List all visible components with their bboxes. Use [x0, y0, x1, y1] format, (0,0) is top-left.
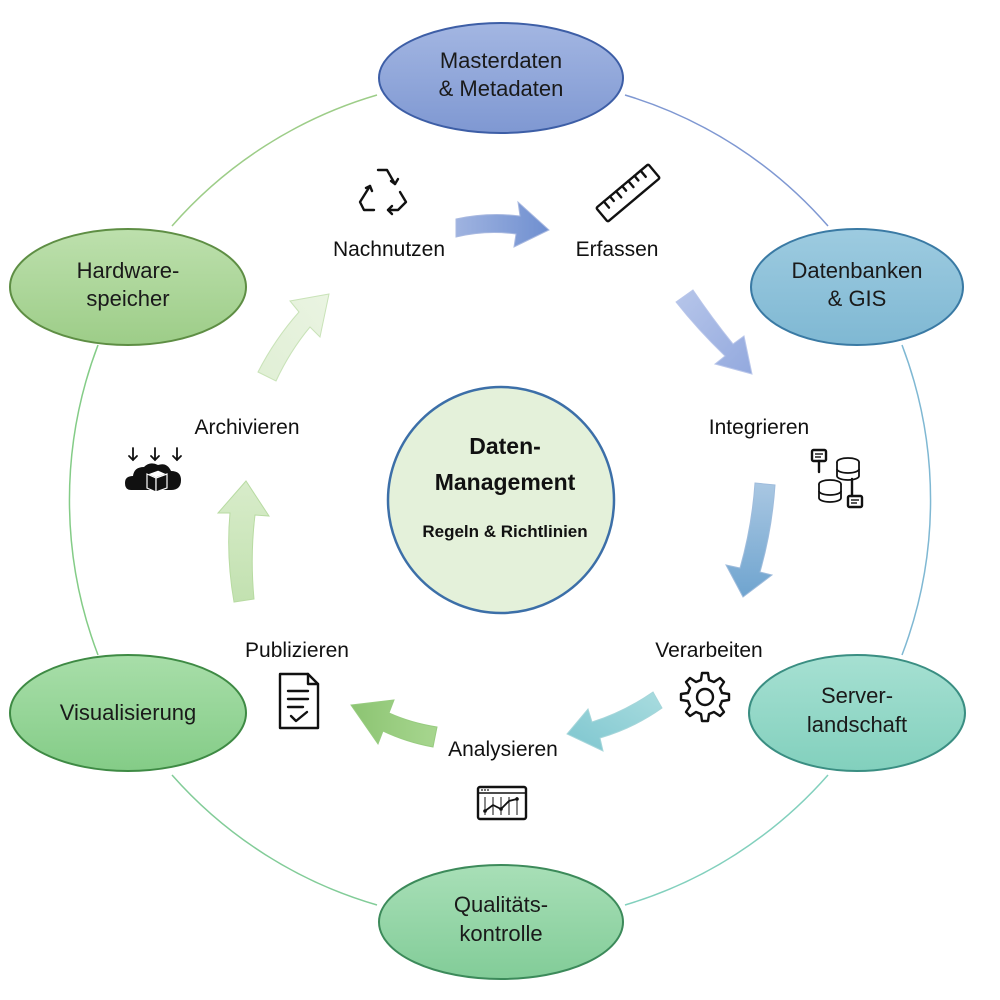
step-integrieren[interactable]: Integrieren: [709, 416, 809, 439]
node-qualitaet[interactable]: Qualitäts- kontrolle: [378, 864, 624, 980]
cloud-archive-icon: [125, 447, 182, 493]
node-qualitaet-line2: kontrolle: [459, 921, 542, 946]
ring-segment-master-db: [624, 94, 829, 227]
document-check-icon: [278, 672, 320, 730]
center-subtitle: Regeln & Richtlinien: [422, 522, 587, 541]
ring-segment-hw-master: [171, 94, 378, 227]
node-datenbanken-line2: & GIS: [828, 286, 887, 311]
step-erfassen[interactable]: Erfassen: [576, 238, 659, 261]
arrow-publizieren-archivieren: [216, 480, 270, 603]
ring-segment-db-server: [901, 344, 932, 656]
arrow-erfassen-integrieren: [675, 289, 753, 375]
step-erfassen-label: Erfassen: [576, 238, 659, 261]
node-masterdaten[interactable]: Masterdaten & Metadaten: [378, 22, 624, 134]
ring-segment-server-qual: [624, 774, 829, 906]
ruler-icon: [595, 163, 661, 223]
arrow-nachnutzen-erfassen: [455, 200, 550, 248]
step-analysieren[interactable]: Analysieren: [448, 738, 558, 761]
ring-segment-qual-vis: [171, 774, 378, 906]
cycle-arrows: [216, 200, 776, 752]
database-icon: [810, 448, 864, 509]
node-datenbanken-line1: Datenbanken: [792, 258, 923, 283]
center-node[interactable]: Daten- Management Regeln & Richtlinien: [386, 385, 616, 615]
node-hardware[interactable]: Hardware- speicher: [9, 228, 247, 346]
node-hardware-line2: speicher: [86, 286, 169, 311]
step-archivieren[interactable]: Archivieren: [194, 416, 299, 439]
node-server[interactable]: Server- landschaft: [748, 654, 966, 772]
node-visualisierung[interactable]: Visualisierung: [9, 654, 247, 772]
node-datenbanken[interactable]: Datenbanken & GIS: [750, 228, 964, 346]
node-masterdaten-line1: Masterdaten: [440, 48, 562, 73]
node-hardware-line1: Hardware-: [77, 258, 180, 283]
node-visualisierung-line1: Visualisierung: [60, 700, 197, 725]
ring-segment-vis-hw: [68, 344, 99, 656]
arrow-analysieren-publizieren: [350, 699, 438, 748]
step-verarbeiten[interactable]: Verarbeiten: [655, 639, 762, 662]
arrow-archivieren-nachnutzen: [257, 293, 330, 382]
step-nachnutzen[interactable]: Nachnutzen: [333, 238, 445, 261]
step-nachnutzen-label: Nachnutzen: [333, 238, 445, 261]
recycle-icon: [358, 168, 408, 216]
center-title-line2: Management: [435, 469, 576, 495]
center-title-line1: Daten-: [469, 433, 541, 459]
node-qualitaet-line1: Qualitäts-: [454, 892, 548, 917]
node-server-line2: landschaft: [807, 712, 907, 737]
arrow-integrieren-verarbeiten: [725, 482, 776, 598]
gear-icon: [679, 671, 731, 723]
node-server-line1: Server-: [821, 683, 893, 708]
step-publizieren-label: Publizieren: [245, 639, 349, 662]
step-archivieren-label: Archivieren: [194, 416, 299, 439]
step-analysieren-label: Analysieren: [448, 738, 558, 761]
step-publizieren[interactable]: Publizieren: [245, 639, 349, 662]
chart-icon: [476, 785, 528, 821]
step-integrieren-label: Integrieren: [709, 416, 809, 439]
step-verarbeiten-label: Verarbeiten: [655, 639, 762, 662]
outer-ring: [68, 94, 932, 906]
node-masterdaten-line2: & Metadaten: [439, 76, 564, 101]
arrow-verarbeiten-analysieren: [566, 691, 663, 752]
